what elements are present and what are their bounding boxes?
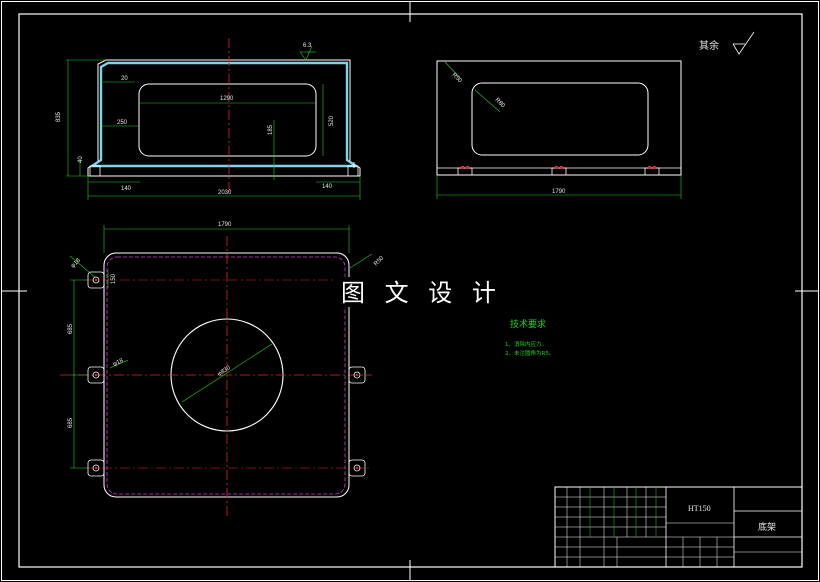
dim-front-left-foot: 140 bbox=[121, 186, 132, 192]
dim-plan-spacing-2: 685 bbox=[68, 417, 74, 428]
watermark: 图 文 设 计 bbox=[341, 279, 502, 307]
tech-requirements: 技术要求 1、消除内应力。 2、未注圆角为R5。 bbox=[505, 318, 554, 357]
dim-side-width: 1790 bbox=[552, 189, 566, 195]
dim-plan-bolt-offset: 150 bbox=[111, 273, 117, 284]
dim-plan-circle-d: φ830 bbox=[217, 365, 232, 378]
plan-view: 1790 φ18 150 685 685 φ18 φ830 R50 bbox=[60, 222, 386, 518]
tech-req-item-2: 2、未注圆角为R5。 bbox=[505, 349, 554, 357]
tech-req-title: 技术要求 bbox=[510, 318, 546, 330]
title-material: HT150 bbox=[688, 504, 711, 513]
front-section-view: 835 40 20 1290 250 520 185 140 140 2030 … bbox=[56, 38, 361, 200]
watermark-bg bbox=[336, 277, 494, 307]
dim-front-total-width: 2030 bbox=[218, 190, 232, 196]
dim-front-top-thickness: 20 bbox=[121, 76, 128, 82]
roughness-note: 其余 bbox=[699, 31, 755, 55]
dim-front-height: 835 bbox=[56, 111, 62, 122]
title-block bbox=[554, 486, 803, 568]
dim-front-offset: 250 bbox=[117, 120, 128, 126]
side-view: R50 R80 1790 bbox=[436, 60, 682, 199]
dim-front-inner-width: 1290 bbox=[220, 96, 234, 102]
dim-plan-spacing-1: 685 bbox=[68, 323, 74, 334]
roughness-note-text: 其余 bbox=[699, 39, 719, 52]
dim-side-radius-outer: R50 bbox=[451, 72, 463, 84]
dim-plan-corner-r: R50 bbox=[373, 255, 385, 267]
dim-plan-width: 1790 bbox=[218, 222, 232, 228]
title-part-name: 底架 bbox=[758, 521, 776, 533]
dim-front-base: 40 bbox=[78, 156, 84, 163]
tech-req-item-1: 1、消除内应力。 bbox=[505, 340, 547, 348]
dim-plan-center-hole: φ18 bbox=[112, 358, 125, 368]
dim-plan-hole-d: φ18 bbox=[70, 257, 82, 269]
dim-front-inner-height: 520 bbox=[329, 115, 335, 126]
roughness-front: 6.3 bbox=[303, 43, 312, 49]
dim-front-small: 185 bbox=[268, 124, 274, 135]
dim-front-right-foot: 140 bbox=[322, 184, 333, 190]
